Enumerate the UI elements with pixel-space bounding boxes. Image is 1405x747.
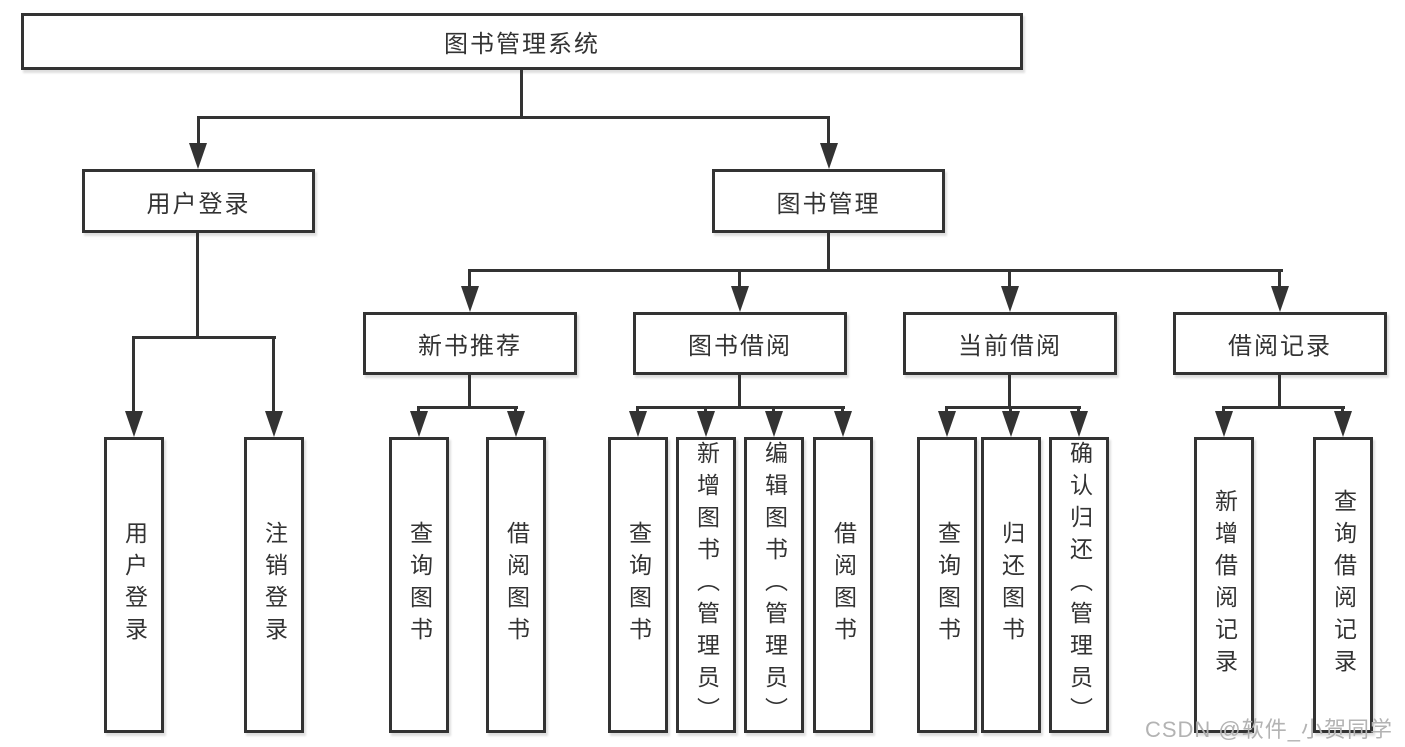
arrow-down-icon xyxy=(265,411,283,437)
node-user-login: 用户登录 xyxy=(82,169,315,233)
node-label: 确认归还（管理员） xyxy=(1066,441,1093,729)
connector-vline xyxy=(1278,269,1281,288)
connector-hline xyxy=(637,406,845,409)
node-label: 新增图书（管理员） xyxy=(693,441,720,729)
node-label: 借阅图书 xyxy=(830,521,857,649)
node-label: 查询图书 xyxy=(406,521,433,649)
node-label: 当前借阅 xyxy=(958,333,1062,360)
node-book-borrowing: 图书借阅 xyxy=(633,312,847,375)
node-label: 查询图书 xyxy=(934,521,961,649)
leaf-bb-add-book-admin: 新增图书（管理员） xyxy=(676,437,736,733)
connector-vline xyxy=(636,406,639,414)
arrow-down-icon xyxy=(1271,286,1289,312)
connector-vline xyxy=(196,233,199,337)
connector-vline xyxy=(197,116,200,144)
node-label: 用户登录 xyxy=(146,190,251,218)
node-label: 注销登录 xyxy=(261,521,288,649)
arrow-down-icon xyxy=(1215,411,1233,437)
node-label: 归还图书 xyxy=(998,521,1025,649)
connector-vline xyxy=(468,375,471,408)
arrow-down-icon xyxy=(410,411,428,437)
connector-hline xyxy=(133,336,276,339)
connector-vline xyxy=(827,116,830,144)
connector-hline xyxy=(418,406,518,409)
leaf-br-query-record: 查询借阅记录 xyxy=(1313,437,1373,733)
connector-vline xyxy=(132,336,135,412)
connector-vline xyxy=(738,375,741,408)
connector-vline xyxy=(514,406,517,414)
leaf-user-login: 用户登录 xyxy=(104,437,164,733)
connector-vline xyxy=(704,406,707,414)
arrow-down-icon xyxy=(834,411,852,437)
leaf-bb-query-book: 查询图书 xyxy=(608,437,668,733)
node-label: 图书借阅 xyxy=(688,333,792,360)
node-borrowing-records: 借阅记录 xyxy=(1173,312,1387,375)
arrow-down-icon xyxy=(1334,411,1352,437)
node-library-management-system: 图书管理系统 xyxy=(21,13,1023,70)
leaf-rec-query-book: 查询图书 xyxy=(389,437,449,733)
connector-vline xyxy=(1008,375,1011,408)
connector-vline xyxy=(1009,406,1012,414)
connector-hline xyxy=(1223,406,1345,409)
node-new-book-recommendation: 新书推荐 xyxy=(363,312,577,375)
leaf-logout: 注销登录 xyxy=(244,437,304,733)
leaf-bb-edit-book-admin: 编辑图书（管理员） xyxy=(744,437,804,733)
connector-vline xyxy=(1077,406,1080,414)
connector-vline xyxy=(520,69,523,117)
leaf-rec-borrow-book: 借阅图书 xyxy=(486,437,546,733)
connector-vline xyxy=(841,406,844,414)
arrow-down-icon xyxy=(1070,411,1088,437)
arrow-down-icon xyxy=(1002,411,1020,437)
arrow-down-icon xyxy=(507,411,525,437)
node-label: 借阅记录 xyxy=(1228,333,1332,360)
node-label: 编辑图书（管理员） xyxy=(761,441,788,729)
arrow-down-icon xyxy=(461,286,479,312)
arrow-down-icon xyxy=(697,411,715,437)
connector-vline xyxy=(1222,406,1225,414)
connector-vline xyxy=(272,336,275,412)
node-label: 新书推荐 xyxy=(418,333,522,360)
node-label: 图书管理系统 xyxy=(444,31,600,58)
connector-vline xyxy=(738,269,741,288)
node-current-borrowing: 当前借阅 xyxy=(903,312,1117,375)
connector-hline xyxy=(469,269,1283,272)
node-label: 借阅图书 xyxy=(503,521,530,649)
node-label: 新增借阅记录 xyxy=(1211,489,1238,681)
arrow-down-icon xyxy=(1001,286,1019,312)
connector-vline xyxy=(1341,406,1344,414)
connector-hline xyxy=(197,116,830,119)
leaf-cb-query-book: 查询图书 xyxy=(917,437,977,733)
arrow-down-icon xyxy=(189,143,207,169)
leaf-cb-confirm-return-admin: 确认归还（管理员） xyxy=(1049,437,1109,733)
arrow-down-icon xyxy=(125,411,143,437)
connector-vline xyxy=(827,233,830,271)
arrow-down-icon xyxy=(938,411,956,437)
connector-hline xyxy=(946,406,1081,409)
leaf-cb-return-book: 归还图书 xyxy=(981,437,1041,733)
connector-vline xyxy=(417,406,420,414)
node-book-management: 图书管理 xyxy=(712,169,945,233)
arrow-down-icon xyxy=(820,143,838,169)
arrow-down-icon xyxy=(629,411,647,437)
connector-vline xyxy=(1008,269,1011,288)
leaf-br-add-record: 新增借阅记录 xyxy=(1194,437,1254,733)
node-label: 查询图书 xyxy=(625,521,652,649)
arrow-down-icon xyxy=(731,286,749,312)
node-label: 用户登录 xyxy=(121,521,148,649)
connector-vline xyxy=(1278,375,1281,408)
node-label: 查询借阅记录 xyxy=(1330,489,1357,681)
arrow-down-icon xyxy=(765,411,783,437)
connector-vline xyxy=(468,269,471,288)
leaf-bb-borrow-book: 借阅图书 xyxy=(813,437,873,733)
watermark: CSDN @软件_小贺同学 xyxy=(1144,717,1393,742)
node-label: 图书管理 xyxy=(776,190,881,218)
connector-vline xyxy=(772,406,775,414)
connector-vline xyxy=(945,406,948,414)
